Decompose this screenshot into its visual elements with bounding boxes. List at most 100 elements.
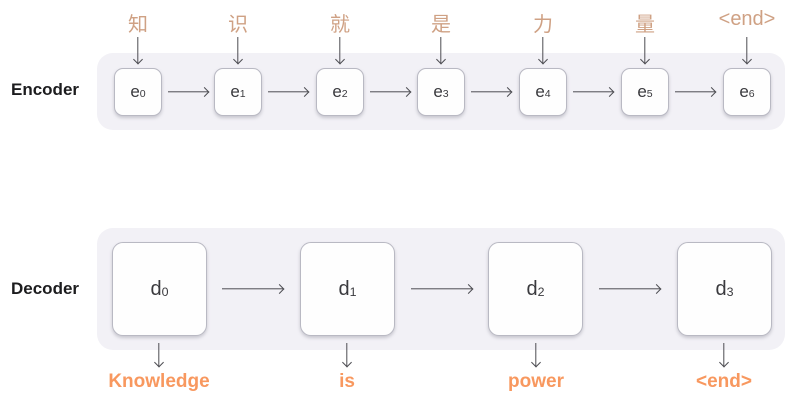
cell-subscript: 2	[537, 284, 545, 299]
arrow-shaft	[535, 343, 537, 366]
arrow-shaft	[158, 343, 160, 366]
cell-subscript: 3	[442, 88, 449, 101]
arrow-down-icon	[334, 37, 346, 65]
arrow-head	[342, 357, 352, 368]
arrow-down-icon	[639, 37, 651, 65]
cell-subscript: 0	[139, 88, 146, 101]
cell-label: e	[433, 82, 443, 101]
cell-subscript: 2	[341, 88, 348, 101]
output-token: power	[508, 371, 564, 392]
arrow-head	[233, 54, 243, 65]
arrow-shaft	[168, 91, 208, 93]
arrow-down-icon	[741, 37, 753, 65]
arrow-head	[463, 284, 474, 294]
arrow-shaft	[746, 37, 748, 63]
arrow-head	[531, 357, 541, 368]
arrow-right-icon	[599, 284, 662, 294]
input-token: <end>	[718, 8, 776, 30]
arrow-right-icon	[222, 284, 285, 294]
cell-subscript: 1	[239, 88, 246, 101]
arrow-shaft	[339, 37, 341, 63]
arrow-head	[133, 54, 143, 65]
decoder-label: Decoder	[11, 279, 80, 298]
arrow-right-icon	[573, 87, 615, 97]
arrow-shaft	[471, 91, 511, 93]
arrow-shaft	[723, 343, 725, 366]
arrow-shaft	[237, 37, 239, 63]
output-token: Knowledge	[108, 371, 210, 392]
input-token: 是	[431, 14, 451, 36]
arrow-right-icon	[168, 87, 210, 97]
input-token: 力	[533, 14, 553, 36]
arrow-head	[604, 87, 615, 97]
arrow-head	[299, 87, 310, 97]
output-token: <end>	[696, 371, 752, 392]
cell-subscript: 0	[161, 284, 169, 299]
arrow-shaft	[222, 288, 283, 290]
cell-label: d	[338, 277, 350, 300]
arrow-shaft	[644, 37, 646, 63]
arrow-shaft	[137, 37, 139, 63]
arrow-shaft	[268, 91, 308, 93]
arrow-right-icon	[471, 87, 513, 97]
cell-subscript: 5	[646, 88, 653, 101]
arrow-head	[199, 87, 210, 97]
encoder-label: Encoder	[11, 80, 80, 99]
arrow-shaft	[346, 343, 348, 366]
cell-label: e	[739, 82, 749, 101]
arrow-shaft	[573, 91, 613, 93]
cell-label: e	[535, 82, 545, 101]
cell-label: d	[715, 277, 727, 300]
output-token: is	[339, 371, 355, 392]
arrow-shaft	[542, 37, 544, 63]
cell-label: e	[130, 82, 140, 101]
cell-label: e	[230, 82, 240, 101]
arrow-head	[706, 87, 717, 97]
cell-label: e	[332, 82, 342, 101]
arrow-head	[651, 284, 662, 294]
arrow-down-icon	[537, 37, 549, 65]
arrow-down-icon	[232, 37, 244, 65]
cell-subscript: 1	[349, 284, 357, 299]
arrow-head	[502, 87, 513, 97]
arrow-head	[640, 54, 650, 65]
arrow-head	[274, 284, 285, 294]
cell-subscript: 6	[748, 88, 755, 101]
input-token: 知	[128, 14, 148, 36]
arrow-head	[335, 54, 345, 65]
arrow-right-icon	[411, 284, 474, 294]
arrow-head	[742, 54, 752, 65]
arrow-shaft	[440, 37, 442, 63]
arrow-head	[538, 54, 548, 65]
cell-label: d	[526, 277, 538, 300]
arrow-head	[401, 87, 412, 97]
arrow-down-icon	[132, 37, 144, 65]
arrow-down-icon	[153, 343, 165, 368]
cell-subscript: 3	[726, 284, 734, 299]
arrow-down-icon	[718, 343, 730, 368]
arrow-shaft	[675, 91, 715, 93]
cell-label: d	[150, 277, 162, 300]
cell-label: e	[637, 82, 647, 101]
arrow-down-icon	[530, 343, 542, 368]
arrow-head	[719, 357, 729, 368]
arrow-shaft	[599, 288, 660, 290]
arrow-right-icon	[370, 87, 412, 97]
cell-subscript: 4	[544, 88, 551, 101]
arrow-right-icon	[268, 87, 310, 97]
arrow-head	[436, 54, 446, 65]
arrow-down-icon	[435, 37, 447, 65]
input-token: 量	[635, 14, 655, 36]
arrow-shaft	[370, 91, 410, 93]
arrow-head	[154, 357, 164, 368]
